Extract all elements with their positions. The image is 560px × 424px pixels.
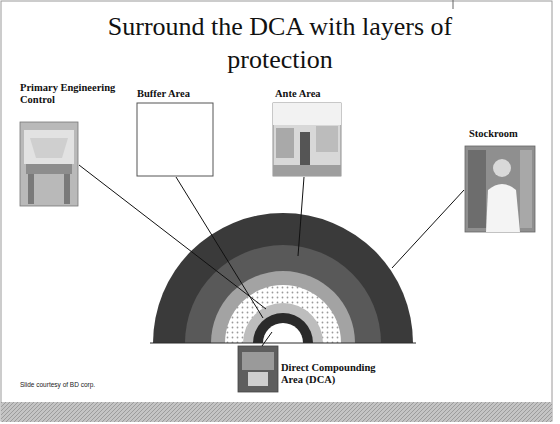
area-panel: Stockroom xyxy=(463,128,553,234)
hood-photo xyxy=(20,122,78,206)
area-label: Direct Compounding Area (DCA) xyxy=(281,362,393,386)
dca-photo xyxy=(238,346,278,392)
footer-strip xyxy=(1,402,552,422)
credit-note: Slide courtesy of BD corp. xyxy=(20,381,160,389)
area-label: Ante Area xyxy=(275,88,351,100)
area-label: Stockroom xyxy=(469,128,551,140)
buffer-frame xyxy=(137,103,213,176)
area-label: Primary Engineering Control xyxy=(20,82,116,106)
slide-title: Surround the DCA with layers of protecti… xyxy=(60,10,500,76)
stockroom-photo xyxy=(465,146,535,232)
area-panel: Ante Area xyxy=(271,88,353,178)
area-panel: Primary Engineering Control xyxy=(18,82,118,208)
area-panel: Buffer Area xyxy=(135,88,225,178)
area-panel: Direct Compounding Area (DCA) xyxy=(236,344,396,394)
ante-photo xyxy=(273,103,341,176)
frame-mark xyxy=(453,0,454,9)
area-label: Buffer Area xyxy=(137,88,223,100)
leader-lines xyxy=(79,165,464,346)
protection-rings xyxy=(150,213,416,343)
slide-frame xyxy=(1,1,552,421)
